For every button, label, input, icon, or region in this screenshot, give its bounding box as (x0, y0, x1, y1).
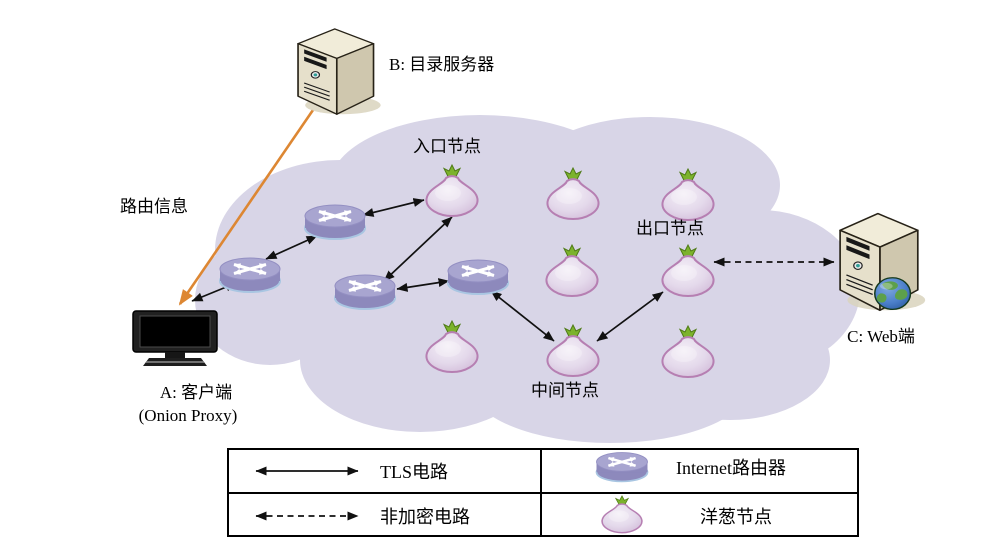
internet-router-icon (305, 205, 365, 239)
middle-node-label: 中间节点 (531, 381, 599, 400)
network-cloud (195, 115, 860, 443)
client-monitor-icon (132, 310, 218, 366)
exit-node-label: 出口节点 (636, 219, 704, 238)
directory-server-label: B: 目录服务器 (389, 55, 494, 74)
routing-info-arrow (178, 109, 315, 306)
legend-router-label: Internet路由器 (676, 458, 786, 478)
legend-unencrypted-label: 非加密电路 (380, 507, 470, 527)
internet-router-icon (335, 275, 395, 309)
tls-arrow-entry-router3 (383, 216, 453, 282)
tls-circuit-arrows (191, 198, 664, 342)
tls-arrow-router3-router4 (396, 278, 450, 292)
server-tower-icon (297, 28, 382, 116)
directory-server-icon (297, 28, 382, 116)
legend-onion-label: 洋葱节点 (700, 507, 772, 527)
legend-internet-router-icon (597, 453, 648, 482)
web-server-icon (839, 212, 926, 312)
internet-router-icon (220, 258, 280, 292)
web-endpoint-label: C: Web端 (847, 327, 915, 346)
client-label-line2: (Onion Proxy) (139, 406, 238, 425)
legend-tls-label: TLS电路 (380, 462, 448, 482)
tls-arrow-router4-middle (490, 290, 555, 342)
routing-info-label: 路由信息 (120, 197, 188, 216)
entry-node-label: 入口节点 (413, 137, 481, 156)
tls-arrow-router2-entry (362, 198, 425, 217)
legend: TLS电路 非加密电路 Internet路由器 洋葱节点 (227, 448, 859, 537)
tls-arrow-router1-router2 (265, 235, 318, 260)
tls-arrow-middle-exit (596, 291, 664, 342)
globe-icon (874, 277, 912, 311)
internet-router-icon (448, 260, 508, 294)
client-label-line1: A: 客户端 (160, 383, 232, 402)
legend-onion-node-icon (601, 495, 643, 534)
cloud-lobe (630, 300, 830, 420)
